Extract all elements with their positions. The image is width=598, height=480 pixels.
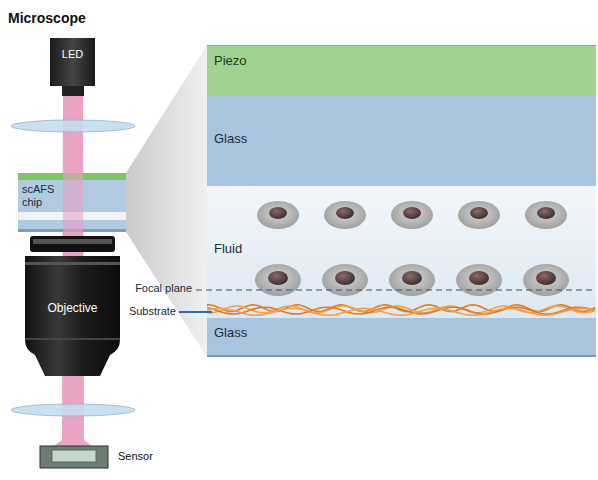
cell-nucleus (336, 207, 354, 219)
glass-band: Glass (207, 318, 596, 357)
cell-nucleus (269, 207, 287, 219)
camera-sensor (40, 446, 108, 468)
cell (257, 201, 299, 229)
cell (523, 264, 569, 296)
tube-lens (11, 404, 135, 416)
substrate-leader (179, 311, 212, 313)
objective-box: Objective (25, 256, 120, 338)
fluid-region (207, 186, 596, 318)
cell-nucleus (537, 207, 555, 219)
node-text: Piezo (214, 54, 596, 69)
node-text: Glass (214, 326, 596, 341)
cell (389, 264, 435, 296)
cell (324, 201, 366, 229)
cell (525, 201, 567, 229)
substrate-fibre (207, 307, 595, 314)
node-text: scAFS chip (22, 183, 68, 208)
zoom-funnel (126, 45, 207, 357)
fluid-band: Fluid (207, 186, 267, 286)
substrate-label: Substrate (129, 305, 176, 317)
cell-nucleus (402, 271, 422, 285)
piezo-band: Piezo (207, 45, 596, 96)
cell-nucleus (335, 271, 355, 285)
sensor-label-box: Sensor (118, 449, 178, 467)
cell-nucleus (536, 271, 556, 285)
node-text: Sensor (118, 450, 178, 463)
node-text: Objective (25, 302, 120, 316)
node-text: Fluid (214, 242, 267, 257)
cell-nucleus (469, 271, 489, 285)
cell (391, 201, 433, 229)
figure-title: Microscope (8, 10, 86, 26)
cell (255, 264, 301, 296)
cell-nucleus (268, 271, 288, 285)
node-text: Glass (214, 132, 596, 147)
cell-nucleus (470, 207, 488, 219)
cell-rows (255, 201, 569, 296)
cell (322, 264, 368, 296)
node-text: LED (50, 48, 95, 61)
led-box: LED (50, 38, 95, 86)
objective-body (25, 236, 120, 376)
chip-label-box: scAFS chip (22, 182, 68, 212)
cell (458, 201, 500, 229)
focal-plane-line (196, 289, 596, 290)
condenser-lens (11, 120, 135, 132)
focal-plane-label: Focal plane (135, 282, 192, 294)
scafs-chip-layers (18, 173, 126, 232)
substrate-fibre (207, 308, 595, 315)
cell (456, 264, 502, 296)
glass-band: Glass (207, 96, 596, 186)
substrate-fibres (207, 305, 595, 315)
led-lens-cap (62, 86, 84, 96)
cell-nucleus (403, 207, 421, 219)
